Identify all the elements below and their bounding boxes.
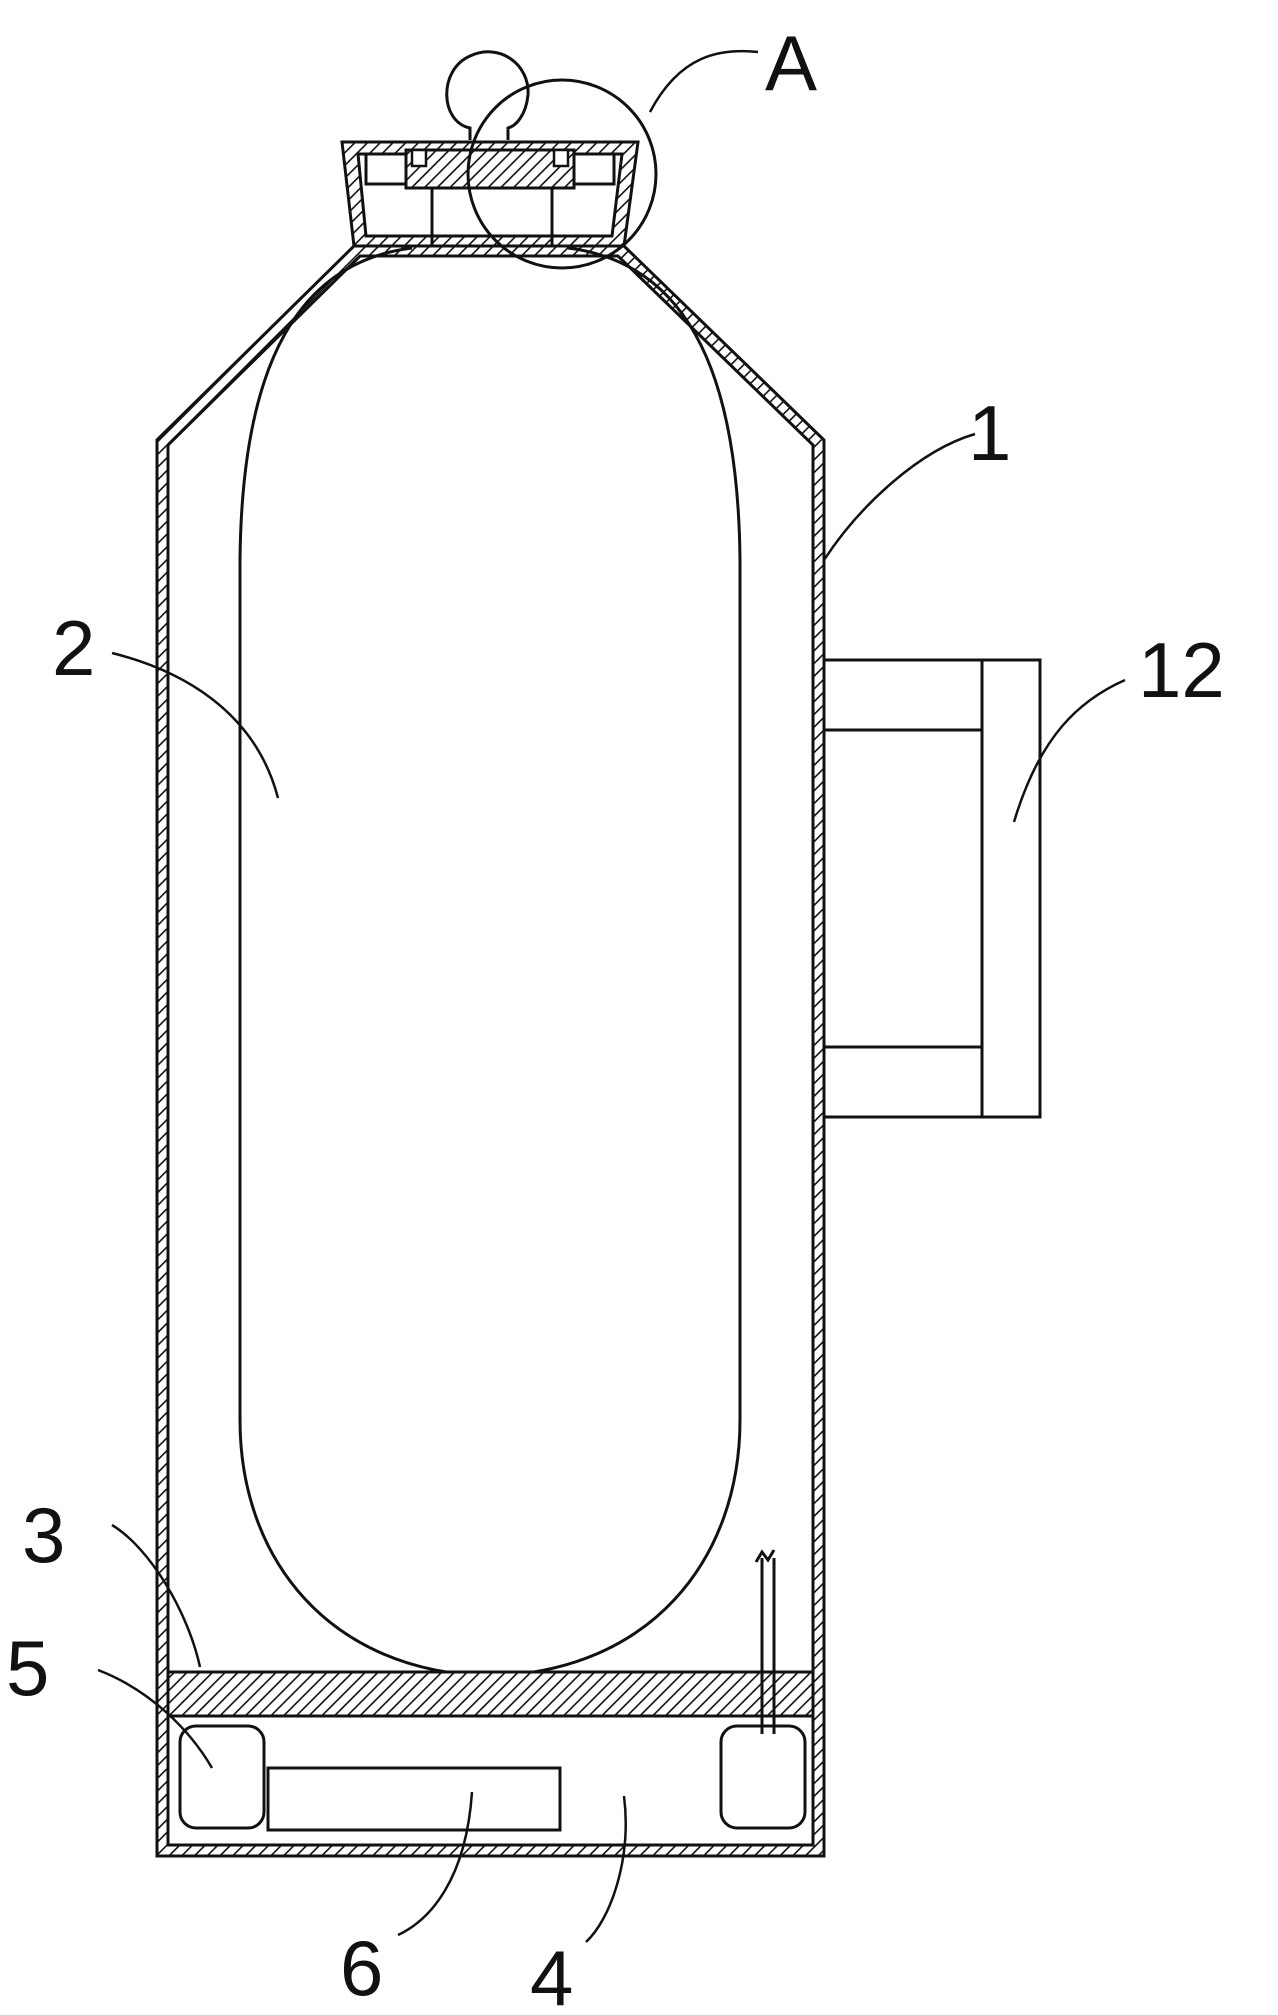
label-5: 5 xyxy=(6,1624,49,1712)
handle-lower-arm xyxy=(822,1045,984,1119)
collar-inner-left-step xyxy=(364,152,408,186)
leader-3 xyxy=(111,1523,202,1668)
leader-2 xyxy=(111,651,280,799)
partition-plate xyxy=(166,1670,815,1718)
outer-housing-wall xyxy=(155,244,826,1858)
handle-upper-arm xyxy=(822,658,984,732)
label-6: 6 xyxy=(340,1924,383,2012)
label-4: 4 xyxy=(530,1934,573,2015)
valve-knob xyxy=(445,50,530,140)
label-3: 3 xyxy=(22,1491,65,1579)
leader-1 xyxy=(822,432,976,561)
leader-4 xyxy=(585,1795,627,1943)
stopper-key-right xyxy=(552,148,570,168)
detail-circle-A xyxy=(466,78,658,270)
label-12: 12 xyxy=(1138,626,1225,714)
handle-grip xyxy=(980,658,1042,1119)
label-A: A xyxy=(765,19,817,107)
right-support-block xyxy=(719,1724,807,1830)
stopper-neck xyxy=(430,186,554,248)
battery-module xyxy=(266,1766,562,1832)
stopper-cap xyxy=(404,148,576,190)
collar-inner-right-step xyxy=(572,152,616,186)
label-2: 2 xyxy=(52,604,95,692)
label-1: 1 xyxy=(968,389,1011,477)
inner-tank xyxy=(238,246,742,1678)
leader-A xyxy=(648,49,759,113)
left-support-block xyxy=(178,1724,266,1830)
probe-tip xyxy=(754,1549,776,1563)
leader-5 xyxy=(97,1668,214,1769)
leader-6 xyxy=(397,1791,474,1937)
stopper-key-left xyxy=(410,148,428,168)
leader-12 xyxy=(1012,678,1126,823)
